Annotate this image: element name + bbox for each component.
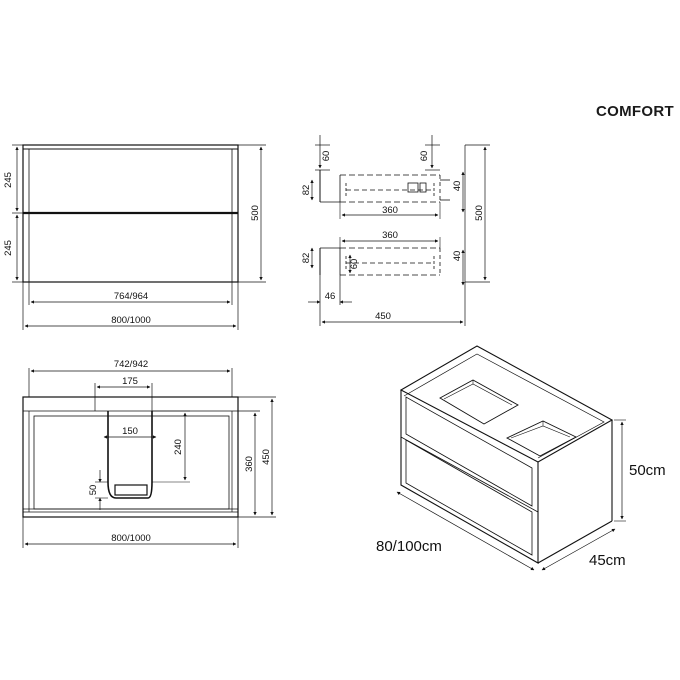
- side-gap-lower-label: 60: [349, 259, 360, 270]
- side-top-gap-upper-label: 60: [321, 151, 332, 162]
- side-view: [308, 135, 490, 326]
- side-drawer-front-height-upper-label: 82: [301, 185, 312, 196]
- sink-cutout: [107, 411, 153, 499]
- top-view: [22, 368, 276, 548]
- perspective-width-label: 80/100cm: [376, 538, 442, 555]
- front-outer-width-label: 800/1000: [111, 315, 151, 326]
- front-inner-width-label: 764/964: [114, 291, 148, 302]
- side-drawer-depth-lower-label: 360: [382, 230, 398, 241]
- side-drawer-depth-upper-label: 360: [382, 205, 398, 216]
- basin-inner-box: [33, 415, 230, 510]
- top-cutout-width-inner-label: 150: [122, 426, 138, 437]
- front-total-height-label: 500: [250, 205, 261, 221]
- side-front-offset-label: 46: [325, 291, 336, 302]
- top-cutout-offset-label: 50: [88, 485, 99, 496]
- side-drawer-front-height-lower-label: 82: [301, 253, 312, 264]
- side-total-height-label: 500: [474, 205, 485, 221]
- top-inner-width-label: 742/942: [114, 359, 148, 370]
- perspective-depth-label: 45cm: [589, 552, 626, 569]
- side-rail-height-upper-label: 40: [452, 181, 463, 192]
- front-drawer-height-bottom-label: 245: [3, 240, 14, 256]
- perspective-height-label: 50cm: [629, 462, 666, 479]
- perspective-view: [396, 345, 626, 571]
- top-total-depth-label: 450: [261, 449, 272, 465]
- brand-title: COMFORT: [596, 103, 674, 120]
- front-view: [12, 144, 266, 330]
- top-view-outline: [22, 396, 239, 518]
- top-cutout-width-outer-label: 175: [122, 376, 138, 387]
- side-total-depth-label: 450: [375, 311, 391, 322]
- side-rail-height-lower-label: 40: [452, 251, 463, 262]
- top-outer-width-label: 800/1000: [111, 533, 151, 544]
- side-top-gap-upper-right-label: 60: [419, 151, 430, 162]
- top-inner-depth-label: 360: [244, 456, 255, 472]
- top-cutout-depth-label: 240: [173, 439, 184, 455]
- front-drawer-height-top-label: 245: [3, 172, 14, 188]
